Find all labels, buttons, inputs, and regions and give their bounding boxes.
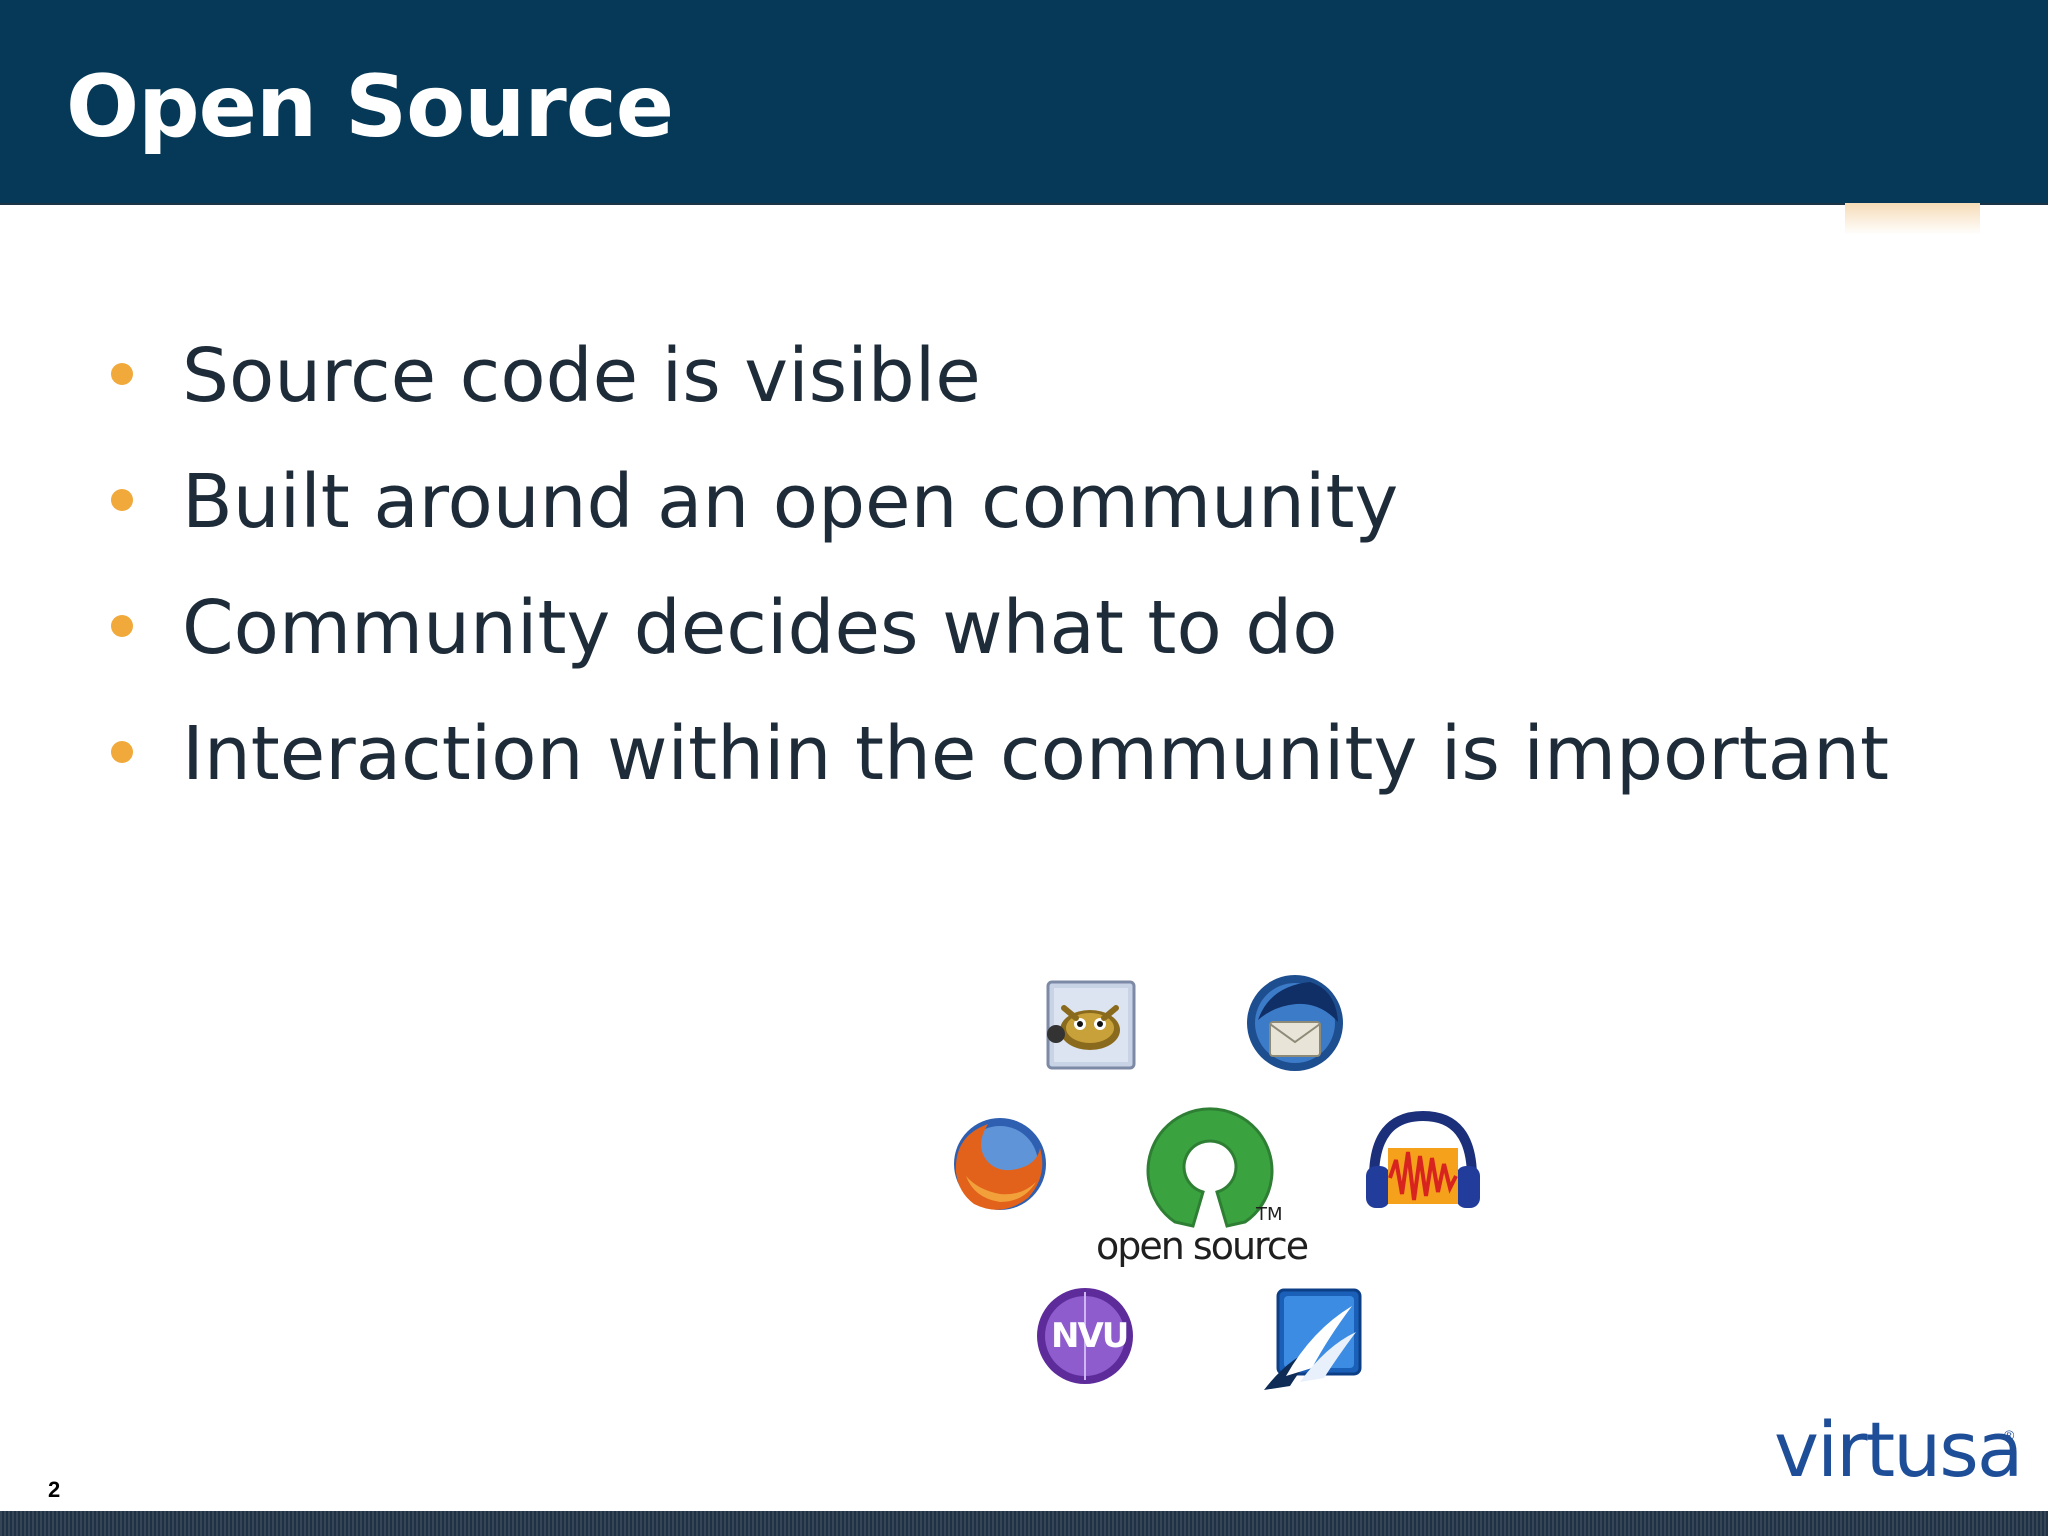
gimp-icon [1046, 980, 1136, 1070]
bullet-dot [111, 363, 133, 385]
open-source-logo-text: open source [1096, 1224, 1309, 1268]
bullet-item: Built around an open community [0, 442, 2048, 568]
trademark-text: TM [1256, 1204, 1283, 1225]
registered-mark: ® [2004, 1427, 2015, 1443]
open-source-keyhole-icon [1146, 1107, 1274, 1228]
open-source-logo-cluster: TM open source NVU [940, 960, 1490, 1410]
bullet-item: Interaction within the community is impo… [0, 694, 2048, 820]
virtusa-logo: virtusa [1774, 1405, 2023, 1494]
openoffice-icon [1264, 1288, 1362, 1390]
bullet-dot [111, 615, 133, 637]
slide-title: Open Source [66, 57, 674, 157]
bullet-text: Built around an open community [182, 459, 1399, 545]
bullet-text: Source code is visible [182, 333, 981, 419]
bullet-item: Community decides what to do [0, 568, 2048, 694]
bullet-item: Source code is visible [0, 316, 2048, 442]
firefox-icon [954, 1118, 1046, 1210]
thunderbird-icon [1247, 975, 1343, 1071]
footer-bar [0, 1511, 2048, 1536]
bullet-text: Interaction within the community is impo… [182, 711, 1889, 797]
bullet-dot [111, 489, 133, 511]
bullet-dot [111, 741, 133, 763]
slide-number: 2 [48, 1477, 61, 1502]
accent-tab [1845, 203, 1980, 235]
bullet-list: Source code is visible Built around an o… [0, 316, 2048, 820]
bullet-text: Community decides what to do [182, 585, 1338, 671]
audacity-icon [1366, 1110, 1480, 1208]
nvu-icon [1037, 1288, 1133, 1384]
nvu-label: NVU [1051, 1316, 1129, 1356]
title-bar: Open Source [0, 0, 2048, 205]
